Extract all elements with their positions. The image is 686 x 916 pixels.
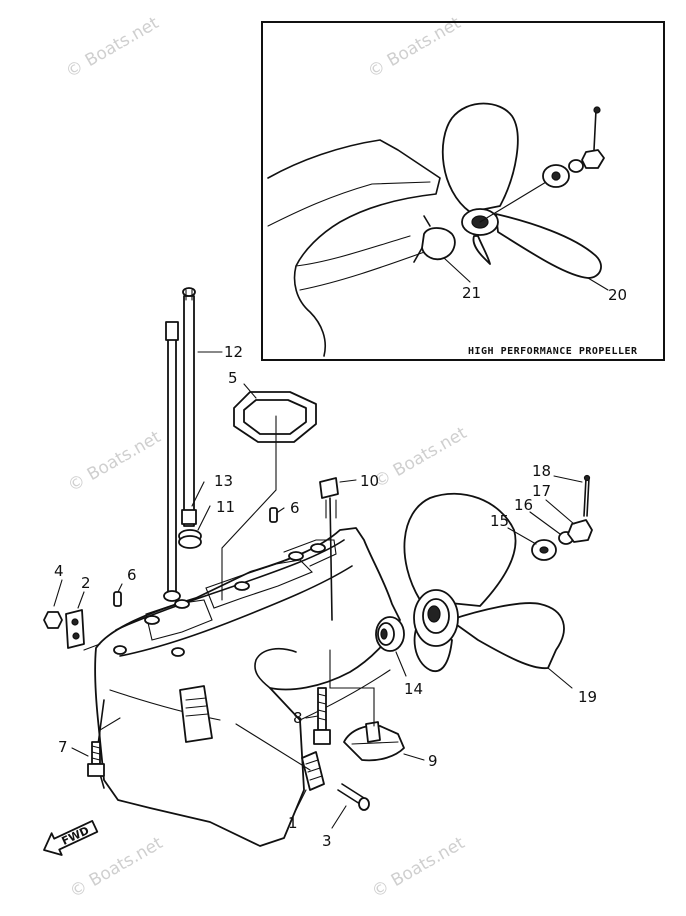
watermark: © Boats.net — [65, 427, 165, 496]
dowel-pin-6b — [269, 507, 278, 523]
callout-8: 8 — [293, 709, 303, 727]
leader-6b — [277, 507, 285, 513]
callouts: 1 2 3 4 5 6 6 7 8 9 10 11 12 13 14 15 16… — [54, 343, 597, 850]
shift-rod — [163, 321, 181, 602]
leader-8 — [305, 715, 319, 719]
screw-3 — [337, 783, 370, 811]
leader-10 — [339, 479, 357, 483]
leader-20 — [587, 277, 609, 291]
anode-2 — [65, 609, 85, 649]
thrust-washer-14 — [375, 616, 405, 652]
dowel-pin-6a — [113, 591, 122, 607]
propeller-19 — [403, 492, 565, 673]
callout-20: 20 — [608, 286, 627, 304]
leader-13 — [191, 481, 205, 507]
fwd-label: FWD — [60, 824, 92, 848]
leader-trim-tab — [329, 649, 375, 727]
callout-17: 17 — [532, 482, 551, 500]
leader-11 — [197, 505, 211, 531]
nut-4 — [43, 611, 63, 629]
callout-21: 21 — [462, 284, 481, 302]
leader-7-up — [99, 717, 121, 741]
inset-propeller — [441, 102, 602, 279]
watermark: © Boats.net — [369, 833, 469, 902]
leader-14 — [395, 651, 407, 677]
callout-7: 7 — [58, 738, 68, 756]
watermark: © Boats.net — [63, 13, 163, 82]
inset-spacer — [568, 159, 584, 173]
leader-5 — [243, 383, 257, 399]
inset-washer-hole — [551, 171, 561, 181]
leader-gasket-position — [221, 415, 277, 601]
leader-anode-position — [235, 723, 311, 771]
callout-9: 9 — [428, 752, 438, 770]
inset-case-line — [295, 235, 411, 267]
bushing-13 — [181, 509, 197, 525]
callout-16: 16 — [514, 496, 533, 514]
inset-lower-case — [267, 139, 441, 357]
callout-18: 18 — [532, 462, 551, 480]
bolt-10 — [319, 477, 339, 621]
callout-15: 15 — [490, 512, 509, 530]
leader-21 — [443, 257, 471, 283]
leader-16 — [529, 511, 561, 535]
leader-9 — [403, 753, 425, 761]
callout-6b: 6 — [290, 499, 300, 517]
leader-1 — [295, 789, 307, 811]
inset-case-line — [299, 249, 431, 291]
leader-2 — [77, 591, 85, 609]
watermark: © Boats.net — [67, 833, 167, 902]
leader-4 — [53, 579, 63, 607]
watermark: © Boats.net — [365, 13, 465, 82]
callout-4: 4 — [54, 562, 64, 580]
leader-2b — [83, 643, 101, 651]
leader-3 — [331, 805, 347, 829]
inset-frame — [261, 21, 665, 361]
anode-1 — [301, 751, 325, 791]
callout-19: 19 — [578, 688, 597, 706]
drive-shaft — [182, 287, 196, 527]
callout-2: 2 — [81, 574, 91, 592]
watermark: © Boats.net — [371, 423, 471, 492]
callout-3: 3 — [322, 832, 332, 850]
callout-6a: 6 — [127, 566, 137, 584]
lower-case — [94, 527, 401, 847]
leader-lines — [53, 351, 583, 829]
leader-18 — [553, 475, 583, 483]
callout-13: 13 — [214, 472, 233, 490]
leader-6a — [117, 583, 123, 593]
gasket-5 — [233, 391, 317, 443]
inset-caption: HIGH PERFORMANCE PROPELLER — [468, 346, 638, 357]
callout-11: 11 — [216, 498, 235, 516]
inset-thrust-ring — [413, 215, 456, 263]
inset-cotter-pin-head — [593, 106, 601, 114]
inset-nut — [581, 149, 605, 169]
inset-high-performance-propeller: 21 20 HIGH PERFORMANCE PROPELLER — [261, 21, 665, 361]
bolt-7 — [87, 741, 105, 777]
cotter-pin-18 — [583, 474, 591, 517]
callout-14: 14 — [404, 680, 423, 698]
washer-15 — [531, 539, 557, 561]
callout-5: 5 — [228, 369, 238, 387]
callout-1: 1 — [288, 814, 298, 832]
leader-15 — [507, 527, 537, 545]
nut-17 — [567, 519, 593, 543]
leader-17 — [545, 499, 575, 525]
seal-11-lower — [178, 535, 202, 549]
fwd-direction-arrow: FWD — [43, 819, 99, 856]
inset-cotter-pin — [593, 109, 597, 151]
inset-case-line — [267, 181, 431, 227]
callout-10: 10 — [360, 472, 379, 490]
leader-19 — [547, 667, 573, 689]
trim-tab-9 — [343, 721, 405, 762]
callout-12: 12 — [224, 343, 243, 361]
leader-7 — [71, 747, 89, 757]
